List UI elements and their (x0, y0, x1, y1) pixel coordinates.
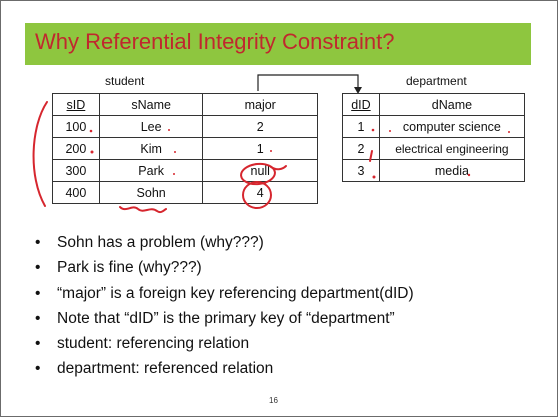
column-header-major: major (202, 93, 318, 116)
table-row: 400 Sohn 4 (52, 181, 318, 204)
cell-sname: Park (98, 159, 204, 182)
cell-did: 3 (342, 159, 380, 182)
department-caption: department (406, 74, 467, 88)
cell-sid: 200 (52, 137, 100, 160)
column-header-sname: sName (98, 93, 204, 116)
cell-major: null (202, 159, 318, 182)
list-item: •Note that “dID” is the primary key of “… (35, 309, 395, 327)
cell-major: 4 (202, 181, 318, 204)
column-header-sid: sID (52, 93, 100, 116)
department-table: dID dName 1 computer science 2 electrica… (342, 93, 526, 182)
student-caption: student (105, 74, 145, 88)
cell-sname: Kim (98, 137, 204, 160)
table-row: 200 Kim 1 (52, 137, 318, 160)
list-item: •department: referenced relation (35, 360, 274, 378)
cell-major: 2 (202, 115, 318, 138)
slide-title: Why Referential Integrity Constraint? (35, 29, 395, 54)
list-item: •Park is fine (why???) (35, 259, 202, 277)
table-row: 1 computer science (342, 115, 526, 138)
title-bar (25, 23, 531, 65)
list-item: •“major” is a foreign key referencing de… (35, 284, 414, 302)
table-row: 100 Lee 2 (52, 115, 318, 138)
cell-did: 2 (342, 137, 380, 160)
list-item: •Sohn has a problem (why???) (35, 234, 264, 251)
cell-dname: computer science (378, 115, 526, 138)
page-number: 16 (269, 396, 278, 405)
cell-major: 1 (202, 137, 318, 160)
cell-sid: 300 (52, 159, 100, 182)
student-table: sID sName major 100 Lee 2 200 Kim 1 300 … (52, 93, 318, 204)
cell-dname: electrical engineering (378, 137, 526, 160)
cell-sid: 100 (52, 115, 100, 138)
table-header-row: dID dName (342, 93, 526, 116)
cell-sid: 400 (52, 181, 100, 204)
column-header-dname: dName (378, 93, 526, 116)
table-row: 3 media (342, 159, 526, 182)
table-row: 300 Park null (52, 159, 318, 182)
cell-did: 1 (342, 115, 380, 138)
cell-sname: Sohn (98, 181, 204, 204)
cell-sname: Lee (98, 115, 204, 138)
table-row: 2 electrical engineering (342, 137, 526, 160)
column-header-did: dID (342, 93, 380, 116)
list-item: •student: referencing relation (35, 335, 250, 353)
cell-dname: media (378, 159, 526, 182)
table-header-row: sID sName major (52, 93, 318, 116)
bullet-list: •Sohn has a problem (why???) •Park is fi… (35, 230, 414, 382)
